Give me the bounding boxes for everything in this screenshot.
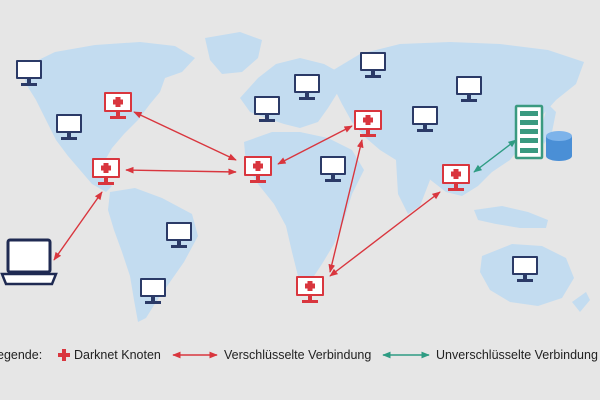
monitor-icon	[56, 114, 82, 140]
darknet-monitors	[92, 92, 470, 303]
legend-encrypted-label: Verschlüsselte Verbindung	[224, 348, 372, 362]
red-cross-monitor-icon	[104, 92, 132, 119]
monitor-icon	[320, 156, 346, 182]
monitor-icon	[360, 52, 386, 78]
legend-unencrypted-arrow	[382, 351, 430, 359]
red-cross-monitor-icon	[354, 110, 382, 137]
monitor-icon	[294, 74, 320, 100]
encrypted-connection	[53, 191, 103, 261]
red-cross-monitor-icon	[244, 156, 272, 183]
legend-unencrypted-label: Unverschlüsselte Verbindung	[436, 348, 598, 362]
legend-darknet-node-label: Darknet Knoten	[74, 348, 161, 362]
monitor-icon	[254, 96, 280, 122]
red-cross-icon	[58, 349, 70, 361]
encrypted-connection	[125, 166, 237, 176]
continent-south-america	[108, 188, 198, 322]
unencrypted-connection	[473, 139, 517, 173]
red-cross-monitor-icon	[442, 164, 470, 191]
legend: egende: Darknet Knoten Verschlüsselte Ve…	[0, 346, 600, 368]
continent-new-zealand	[572, 292, 590, 312]
monitor-icon	[140, 278, 166, 304]
continent-north-america	[22, 42, 195, 192]
monitor-icon	[456, 76, 482, 102]
legend-encrypted-arrow	[172, 351, 218, 359]
continent-europe	[240, 58, 342, 128]
monitor-icon	[166, 222, 192, 248]
encrypted-connection	[329, 191, 441, 277]
server-icon	[514, 104, 544, 160]
monitor-icon	[16, 60, 42, 86]
connections	[53, 111, 517, 277]
continent-japan	[540, 104, 556, 144]
red-cross-monitor-icon	[296, 276, 324, 303]
laptop-icon	[0, 238, 58, 286]
continent-indonesia	[474, 206, 548, 228]
regular-monitors	[16, 52, 538, 304]
continent-greenland	[205, 32, 262, 74]
continent-asia	[330, 42, 584, 196]
legend-prefix: egende:	[0, 348, 43, 362]
encrypted-connection	[277, 125, 353, 165]
encrypted-connection	[133, 111, 237, 161]
database-icon	[546, 131, 572, 161]
monitor-icon	[512, 256, 538, 282]
red-cross-monitor-icon	[92, 158, 120, 185]
monitor-icon	[412, 106, 438, 132]
